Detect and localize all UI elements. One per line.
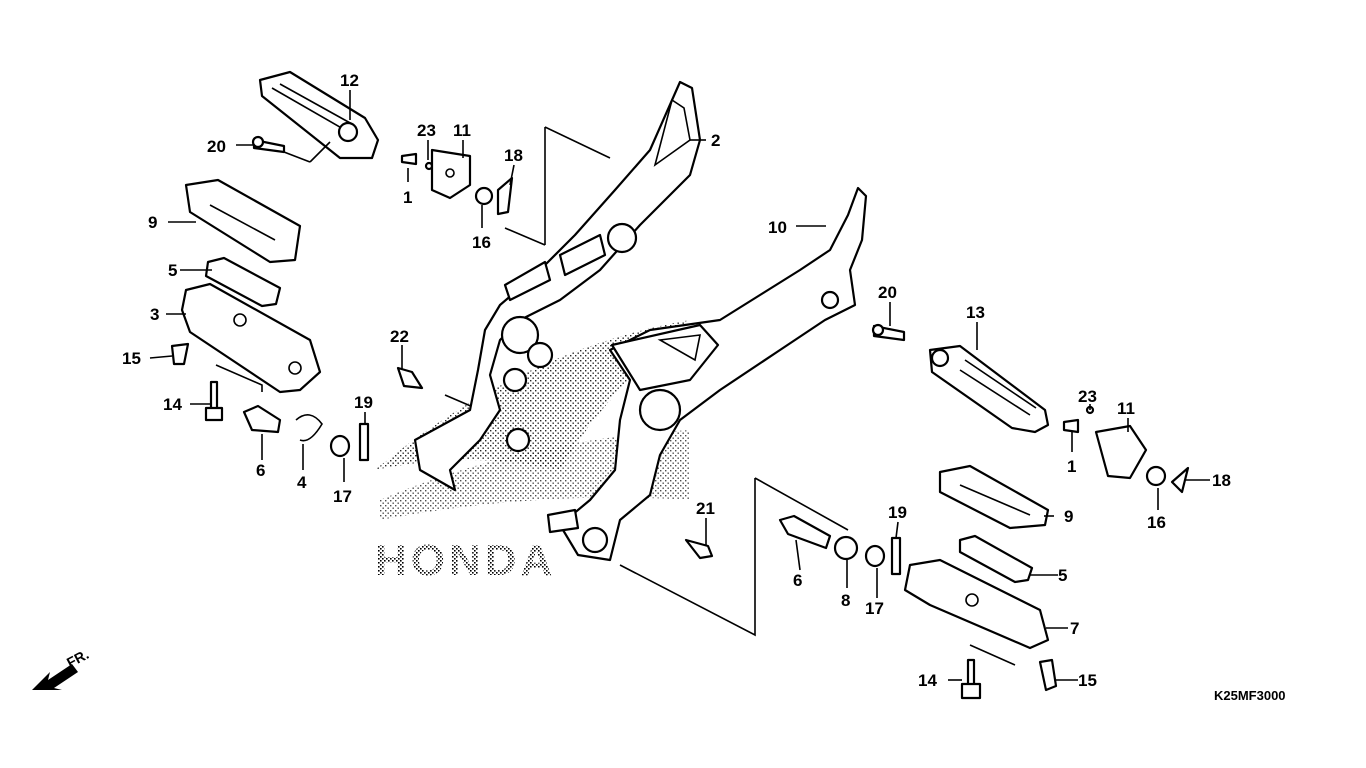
step-plate-5-right [958, 534, 1034, 584]
callout-9b: 9 [1064, 507, 1073, 526]
callout-15a: 15 [122, 349, 141, 368]
callout-8: 8 [841, 591, 850, 610]
callout-12a: 12 [340, 71, 359, 90]
callout-4: 4 [297, 473, 307, 492]
callout-18a: 18 [504, 146, 523, 165]
step-holder-3 [180, 282, 322, 394]
footpeg-left [928, 344, 1050, 434]
callout-9a: 9 [148, 213, 157, 232]
callout-19a: 19 [354, 393, 373, 412]
callout-16b: 16 [1147, 513, 1166, 532]
callout-19b: 19 [888, 503, 907, 522]
leader-lines [149, 90, 1210, 681]
step-plate-5-left [204, 256, 282, 308]
callout-1b: 1 [1067, 457, 1076, 476]
callout-11b: 11 [1117, 399, 1135, 418]
small-parts-upper [400, 148, 514, 216]
callout-20b: 20 [878, 283, 897, 302]
step-rubber-9-right [938, 464, 1050, 530]
callout-23b: 23 [1078, 387, 1097, 406]
pin-spring-washer-left [242, 366, 424, 462]
callout-14a: 14 [163, 395, 182, 414]
callout-1a: 1 [403, 188, 412, 207]
callout-13: 13 [966, 303, 985, 322]
callout-18b: 18 [1212, 471, 1231, 490]
callout-22: 22 [390, 327, 409, 346]
arrow-icon [32, 664, 78, 690]
pivot-pin-20-right [871, 323, 906, 342]
callout-5b: 5 [1058, 566, 1067, 585]
callout-2: 2 [711, 131, 720, 150]
callout-17a: 17 [333, 487, 352, 506]
callout-20a: 20 [207, 137, 226, 156]
bolts-15-14-left [170, 342, 224, 422]
step-rubber-9-left [184, 178, 302, 264]
main-step-bracket-left [546, 186, 868, 562]
callout-labels: 12 20 23 11 1 18 16 2 9 5 3 15 14 6 4 17… [122, 71, 1231, 690]
assembly-lines [215, 126, 1016, 666]
callout-16a: 16 [472, 233, 491, 252]
pivot-pin-20-upper [251, 135, 286, 154]
pin-spring-washer-right [684, 514, 902, 576]
watermark-text: HONDA [375, 536, 556, 585]
callout-21: 21 [696, 499, 715, 518]
callout-6b: 6 [793, 571, 802, 590]
footpeg-right [258, 70, 380, 160]
callout-10: 10 [768, 218, 787, 237]
callout-3: 3 [150, 305, 159, 324]
callout-15b: 15 [1078, 671, 1097, 690]
callout-7: 7 [1070, 619, 1079, 638]
diagram-code: K25MF3000 [1214, 688, 1286, 703]
small-parts-right [1062, 405, 1190, 494]
callout-11a: 11 [453, 121, 471, 140]
front-direction-indicator: FR. [32, 646, 91, 690]
step-holder-7 [903, 558, 1050, 650]
main-step-bracket-right [413, 80, 702, 492]
callout-14b: 14 [918, 671, 937, 690]
bolts-15-14-right [960, 658, 1058, 700]
callout-17b: 17 [865, 599, 884, 618]
callout-5a: 5 [168, 261, 177, 280]
callout-23a: 23 [417, 121, 436, 140]
callout-6a: 6 [256, 461, 265, 480]
